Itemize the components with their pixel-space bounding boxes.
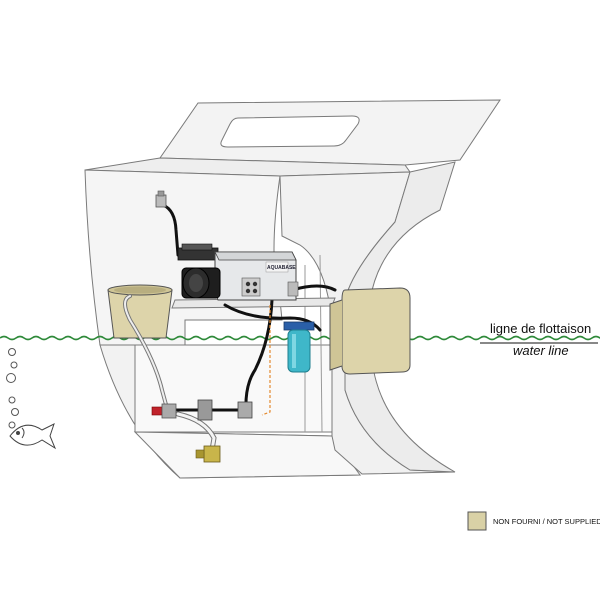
water-tank — [329, 287, 411, 375]
valve-handle — [151, 406, 163, 416]
fish-icon — [9, 423, 57, 450]
legend-label: NON FOURNI / NOT SUPPLIED — [493, 517, 600, 526]
hull-floor — [133, 431, 361, 479]
dashed-connection-line — [261, 305, 271, 416]
waterline-label-en: water line — [513, 343, 569, 358]
legend-swatch — [467, 511, 487, 531]
hull-right-sweep — [344, 161, 456, 473]
watermaker-brand-label: AQUABASE — [267, 265, 296, 271]
bubbles — [6, 348, 19, 429]
deck-hatch — [220, 115, 360, 148]
water-filter — [283, 321, 315, 373]
legend: NON FOURNI / NOT SUPPLIED — [467, 511, 600, 531]
waterline-label-fr: ligne de flottaison — [490, 321, 591, 336]
watermaker-unit: AQUABASE — [177, 243, 299, 301]
intake-line-fittings — [151, 399, 253, 463]
inlet-fitting-top — [155, 190, 167, 208]
bucket — [107, 284, 173, 339]
